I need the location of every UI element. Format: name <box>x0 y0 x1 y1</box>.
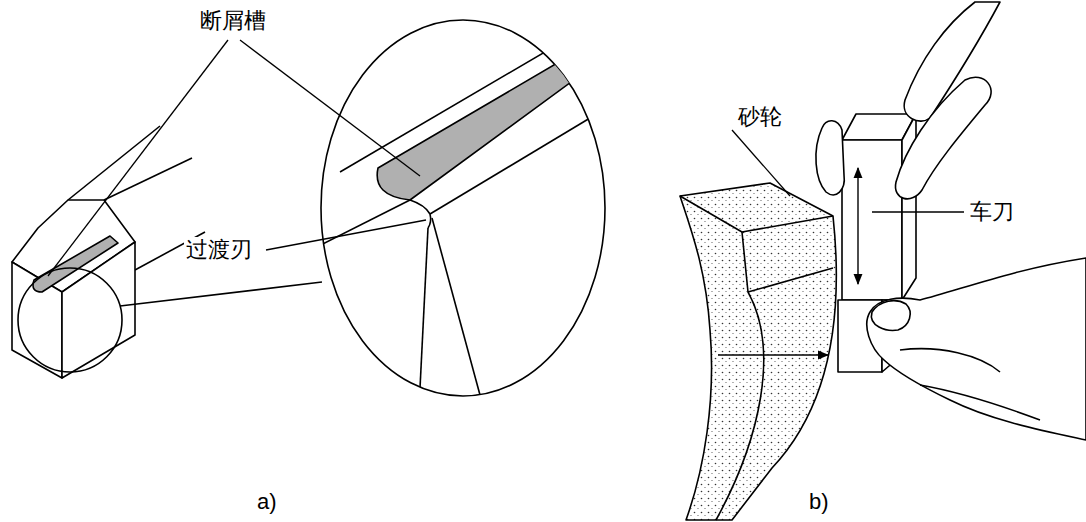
tool-corner-edge <box>420 228 428 388</box>
tool-flank-edge <box>432 218 480 395</box>
wheel-body <box>680 183 836 520</box>
chip-groove-small <box>33 236 118 292</box>
leader-lines <box>48 40 426 276</box>
magnifier-circle <box>18 268 122 372</box>
finger-crease <box>900 349 1000 372</box>
motion-arrow <box>857 168 858 284</box>
lower-hand <box>867 258 1086 440</box>
tool-front-face <box>842 140 902 300</box>
wheel-top-edge <box>680 196 833 232</box>
leader-line <box>266 220 426 250</box>
part-label: 车刀 <box>968 199 1016 224</box>
feed-arrow <box>718 354 828 355</box>
minor-cutting-edge <box>315 200 410 248</box>
transition-edge <box>410 200 431 228</box>
enlarged-tool <box>315 8 620 397</box>
subfigure-label: a) <box>255 489 279 514</box>
leader-line <box>240 40 420 176</box>
finger-crease <box>920 385 1040 420</box>
subfigure-label: b) <box>807 489 831 514</box>
part-label: 过渡刃 <box>184 237 254 262</box>
part-label: 砂轮 <box>736 104 784 129</box>
finger <box>816 121 844 195</box>
leader-line <box>872 211 964 212</box>
fingertip <box>871 301 910 331</box>
shank-line <box>104 158 192 200</box>
tool-bottom-curve <box>420 388 480 397</box>
wheel-inner-curve <box>716 292 764 520</box>
hands <box>816 2 1086 440</box>
main-cutting-edge <box>430 100 620 214</box>
magnifier-line <box>120 282 322 306</box>
part-label: 断屑槽 <box>198 8 268 33</box>
finger <box>895 77 991 199</box>
grinding-wheel <box>680 183 836 520</box>
wheel-step <box>742 232 833 292</box>
turning-tool-small <box>12 126 322 378</box>
leader-line <box>732 130 790 196</box>
